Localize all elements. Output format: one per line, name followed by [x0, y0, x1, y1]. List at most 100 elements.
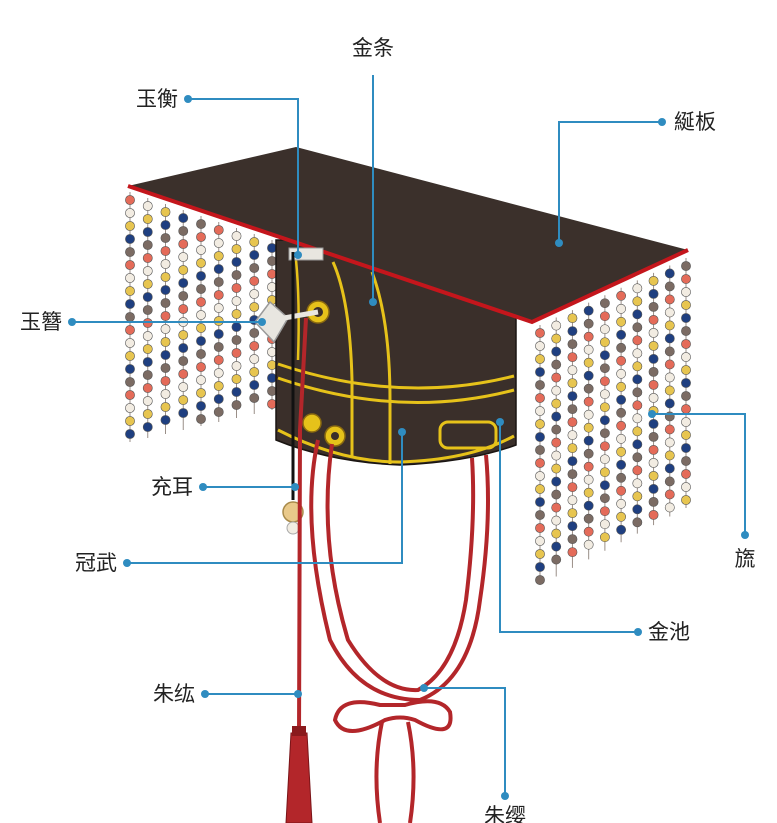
liu-left-bead: [142, 214, 153, 224]
liu-right-bead: [616, 485, 627, 496]
liu-right-bead: [616, 290, 627, 301]
liu-right-bead: [616, 316, 627, 327]
liu-right-bead: [535, 393, 545, 403]
liu-right-bead: [616, 420, 627, 431]
liu-left-bead: [125, 429, 135, 439]
liu-right-bead: [664, 268, 675, 279]
liu-right-bead: [616, 407, 627, 418]
liu-right-bead: [551, 385, 562, 396]
label-yanban: 綖板: [674, 110, 716, 134]
label-guanwu: 冠武: [75, 551, 117, 575]
liu-right-bead: [567, 482, 578, 493]
liu-right-bead: [535, 406, 545, 416]
cord-knot: [332, 699, 453, 733]
liu-left-bead: [125, 208, 135, 218]
liu-left-bead: [196, 336, 206, 346]
liu-right-bead: [551, 489, 562, 500]
liu-left-bead: [196, 323, 206, 333]
liu-right-bead: [681, 300, 691, 310]
leader-liu: [652, 413, 746, 535]
liu-right-bead: [535, 549, 545, 559]
dot-jintiao: [369, 298, 377, 306]
liu-right-bead: [535, 432, 545, 442]
liu-right-bead: [599, 441, 610, 452]
liu-right-bead: [583, 513, 594, 524]
liu-right-bead: [551, 320, 562, 331]
liu-left-bead: [231, 309, 242, 319]
liu-left-bead: [125, 403, 135, 413]
liu-right-bead: [681, 365, 691, 375]
liu-left-bead: [125, 390, 135, 400]
liu-right-bead: [648, 301, 659, 312]
liu-right-bead: [535, 510, 545, 520]
liu-right-bead: [551, 398, 562, 409]
dot-chonger-end: [291, 483, 299, 491]
liu-right-bead: [616, 394, 627, 405]
liu-right-bead: [681, 469, 691, 479]
liu-left-bead: [196, 401, 206, 411]
liu-left-bead: [196, 388, 206, 398]
liu-right-bead: [567, 339, 578, 350]
liu-left-bead: [213, 342, 224, 352]
liu-right-bead: [567, 326, 578, 337]
liu-left-bead: [142, 292, 153, 302]
liu-right-bead: [567, 352, 578, 363]
liu-left-bead: [267, 269, 277, 279]
liu-right-bead: [567, 534, 578, 545]
liu-right-bead: [535, 445, 545, 455]
liu-left-bead: [160, 233, 171, 243]
liu-right-bead: [664, 294, 675, 305]
liu-left-bead: [267, 256, 277, 266]
liu-right-bead: [664, 385, 675, 396]
liu-right-bead: [551, 541, 562, 552]
liu-left-bead: [249, 341, 260, 351]
liu-left-bead: [160, 389, 171, 399]
liu-right-bead: [632, 361, 643, 372]
dot-zhuhong-start: [201, 690, 209, 698]
liu-right-bead: [664, 320, 675, 331]
liu-right-bead: [664, 281, 675, 292]
liu-right-bead: [616, 368, 627, 379]
liu-right-bead: [599, 454, 610, 465]
liu-right-bead: [681, 456, 691, 466]
liu-right-bead: [599, 467, 610, 478]
liu-right-bead: [616, 446, 627, 457]
liu-left-bead: [231, 257, 242, 267]
leader-guanwu: [127, 432, 403, 564]
liu-right-bead: [583, 357, 594, 368]
liu-left-bead: [231, 322, 242, 332]
liu-right-bead: [632, 322, 643, 333]
liu-right-bead: [616, 329, 627, 340]
liu-right-bead: [583, 539, 594, 550]
liu-right-bead: [681, 339, 691, 349]
liu-left-bead: [142, 279, 153, 289]
liu-left-bead: [196, 258, 206, 268]
liu-left-bead: [178, 213, 189, 223]
liu-right-bead: [583, 435, 594, 446]
cord-loop-left: [309, 439, 490, 703]
liu-right-bead: [535, 484, 545, 494]
tassel-cap: [292, 726, 306, 736]
liu-left-bead: [125, 260, 135, 270]
liu-right-bead: [648, 457, 659, 468]
liu-right-bead: [681, 482, 691, 492]
liu-right-bead: [551, 450, 562, 461]
label-yuzan: 玉簪: [20, 310, 62, 334]
liu-right-bead: [551, 528, 562, 539]
liu-right-bead: [648, 470, 659, 481]
liu-left-bead: [178, 278, 189, 288]
liu-left-bead: [231, 400, 242, 410]
liu-right-bead: [567, 521, 578, 532]
liu-left-bead: [142, 240, 153, 250]
liu-right-bead: [583, 383, 594, 394]
liu-right-bead: [681, 274, 691, 284]
liu-right-bead: [535, 575, 545, 585]
liu-left-bead: [160, 350, 171, 360]
liu-right-bead: [648, 327, 659, 338]
liu-right-bead: [551, 515, 562, 526]
liu-right-bead: [583, 331, 594, 342]
label-zhuhong: 朱纮: [153, 682, 195, 706]
liu-left-bead: [178, 356, 189, 366]
liu-right-bead: [535, 328, 545, 338]
liu-left-bead: [213, 264, 224, 274]
